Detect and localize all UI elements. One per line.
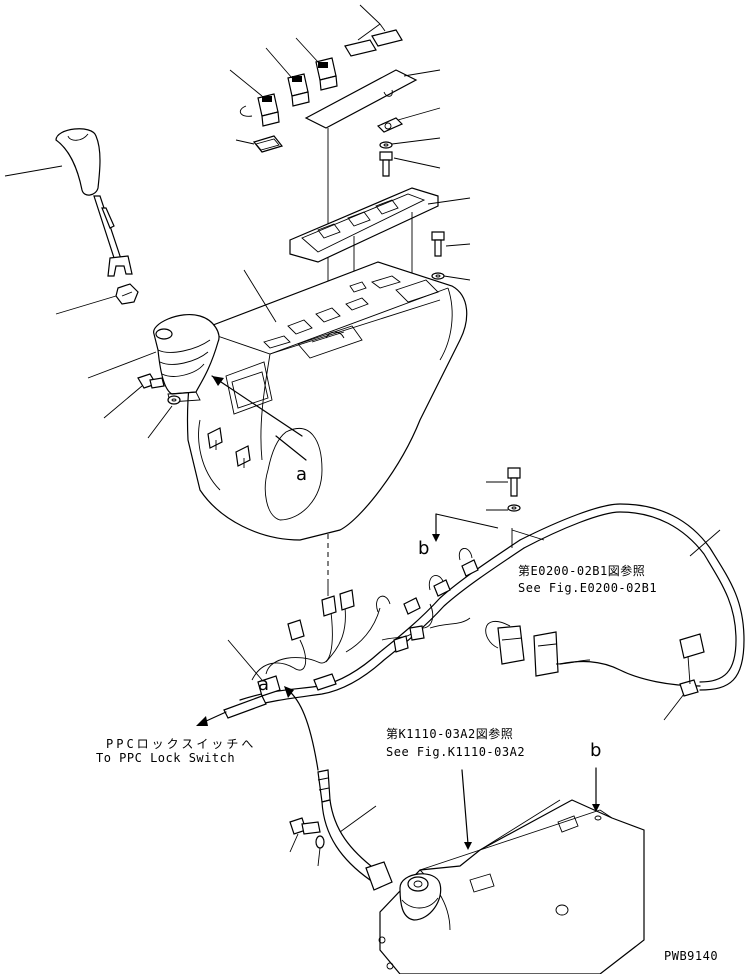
lever-boot	[87, 314, 220, 403]
ppc-label-jp: PPCロックスイッチへ	[106, 737, 257, 751]
rocker-switches	[229, 37, 338, 153]
console-box	[186, 261, 468, 541]
marker-a-lower: a	[258, 674, 270, 695]
wiring-harness	[223, 503, 745, 721]
nut	[55, 283, 139, 315]
lever-knob	[4, 128, 133, 277]
cover-plate	[304, 69, 441, 129]
bolt-washer-right	[431, 231, 471, 326]
ppc-arrow	[196, 711, 227, 726]
switch-panel-frame	[289, 187, 471, 300]
marker-b-arrow	[432, 513, 499, 542]
ref-k1110-en: See Fig.K1110-03A2	[386, 745, 526, 759]
switch-plates	[344, 4, 403, 57]
marker-a-console: a	[296, 464, 308, 485]
leader-a-bottom	[284, 686, 319, 771]
ref-e0200-jp: 第E0200-02B1図参照	[518, 564, 646, 578]
ref-k1110-jp: 第K1110-03A2図参照	[386, 727, 514, 741]
leader-a-top	[211, 375, 307, 461]
lower-lever	[317, 769, 393, 891]
bracket-bolt-washer-top	[376, 107, 441, 177]
marker-b-bracket: b	[590, 740, 602, 761]
ppc-label-en: To PPC Lock Switch	[96, 751, 236, 765]
bolt-washer-harness	[486, 467, 521, 512]
bolt-washer-bottom	[289, 817, 325, 867]
ref-e0200-en: See Fig.E0200-02B1	[518, 581, 658, 595]
mounting-bracket	[378, 767, 645, 974]
marker-b-harness: b	[418, 538, 430, 559]
drawing-code: PWB9140	[664, 949, 719, 963]
bolts-left	[103, 373, 181, 439]
